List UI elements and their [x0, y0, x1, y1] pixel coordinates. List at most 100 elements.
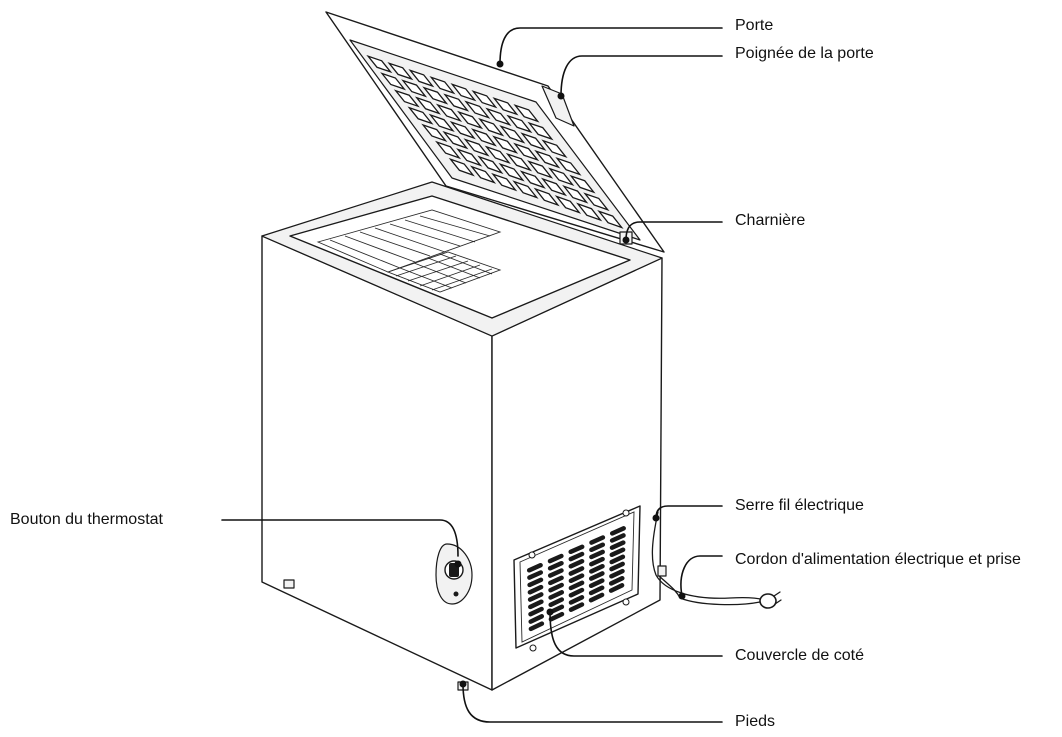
vent-slot [609, 568, 625, 579]
lid-grid-cell [428, 113, 455, 133]
vent-slot [528, 599, 544, 610]
label-serre-fil: Serre fil électrique [735, 497, 864, 514]
vent-slot [588, 592, 605, 603]
foot-left [283, 579, 295, 589]
lid-grid-cell [442, 130, 469, 150]
vent-slot [609, 540, 626, 550]
vent-slot [528, 614, 545, 624]
vent-slot [568, 573, 585, 584]
leader-cordon [680, 555, 723, 597]
label-thermostat: Bouton du thermostat [10, 511, 163, 528]
lid-grid [366, 54, 624, 229]
lid-grid-cell [470, 128, 497, 147]
leader-couvercle [549, 611, 723, 657]
lid-grid-cell [527, 121, 554, 141]
plug-icon [759, 591, 782, 609]
vent-slot [589, 563, 605, 574]
vent-slot [589, 542, 606, 553]
vent-slot [527, 592, 544, 602]
lid-grid-cell [519, 170, 546, 189]
thermostat-knob [435, 543, 473, 605]
vent-slot [609, 561, 625, 572]
lid-grid-cell [414, 96, 441, 115]
lid-grid-cell [429, 76, 456, 95]
vent-slot [568, 544, 585, 555]
lid-grid-cell [435, 103, 463, 123]
lid-grid-cell [471, 90, 498, 109]
lid-grid-cell [534, 149, 561, 169]
lid-grid-cell [513, 142, 540, 162]
vent-slot [608, 575, 625, 586]
lid-grid-cell [464, 100, 491, 119]
door-handle [541, 85, 575, 127]
lid-grid-cell [484, 145, 511, 165]
vent-slot [589, 549, 605, 560]
vent-slot [527, 584, 544, 595]
lid-grid-cell [520, 132, 547, 151]
vent-slot [568, 580, 585, 591]
label-cordon: Cordon d'alimentation électrique et pris… [735, 551, 1021, 568]
lid-grid-cell [435, 140, 462, 160]
lid-grid-cell [512, 180, 539, 199]
vent-slot [548, 597, 565, 608]
lid-grid-cell [469, 165, 497, 184]
power-cord [651, 511, 782, 609]
freezer-opening [261, 181, 663, 337]
lid-grid-cell [505, 152, 533, 172]
leader-pieds [462, 683, 723, 723]
lid-grid-cell [533, 187, 560, 207]
lid-grid-cell [527, 160, 554, 179]
lid-grid-cell [450, 83, 477, 102]
lid-grid-cell [366, 54, 393, 74]
lid-grid-cell [562, 184, 589, 204]
vent-slot [547, 568, 564, 578]
leader-lines [221, 27, 723, 723]
vent-slot [568, 558, 585, 569]
label-porte: Porte [735, 17, 774, 34]
vent-slot [609, 526, 626, 536]
lid-grid-cell [456, 110, 484, 130]
lid-grid-cell [548, 167, 575, 187]
lid-grid-cell [492, 135, 519, 154]
lid-grid-cell [540, 177, 568, 197]
vent-slot [568, 566, 585, 576]
leader-serre-fil [655, 505, 723, 519]
lid-grid-cell [478, 117, 505, 137]
lid-grid-cell [421, 123, 448, 143]
lid-grid-cell [422, 86, 449, 105]
vent-slot [548, 582, 564, 593]
lid-grid-cell [463, 138, 490, 157]
lid-grid-cell [576, 202, 603, 222]
leader-thermostat [221, 519, 459, 557]
vent-slot [547, 553, 564, 564]
vent-slot [547, 560, 564, 571]
vent-slot [548, 575, 564, 586]
side-cover [513, 505, 641, 652]
lid-grid-cell [583, 192, 610, 212]
lid-grid-cell [387, 62, 414, 81]
vent-slot [588, 585, 605, 596]
label-couvercle: Couvercle de coté [735, 647, 864, 664]
vent-slot [548, 590, 565, 600]
vent-slots [526, 526, 626, 632]
vent-slot [609, 533, 626, 543]
lid-grid-cell [443, 93, 470, 112]
vent-slot [526, 562, 543, 573]
lid-grid-cell [498, 162, 525, 182]
lid-grid-cell [569, 174, 596, 194]
lid-grid-cell [554, 195, 582, 214]
lid-grid-cell [555, 157, 582, 176]
lid-grid-cell [448, 157, 475, 177]
lid-grid-cell [541, 139, 568, 159]
lid-grid-cell [449, 120, 476, 140]
label-poignee: Poignée de la porte [735, 45, 874, 62]
vent-slot [527, 570, 544, 580]
vent-slot [609, 547, 626, 558]
leader-charniere [625, 221, 723, 241]
vent-slot [568, 587, 585, 598]
lid-grid-cell [513, 104, 540, 123]
vent-slot [589, 535, 606, 545]
lid-grid-cell [597, 210, 624, 229]
